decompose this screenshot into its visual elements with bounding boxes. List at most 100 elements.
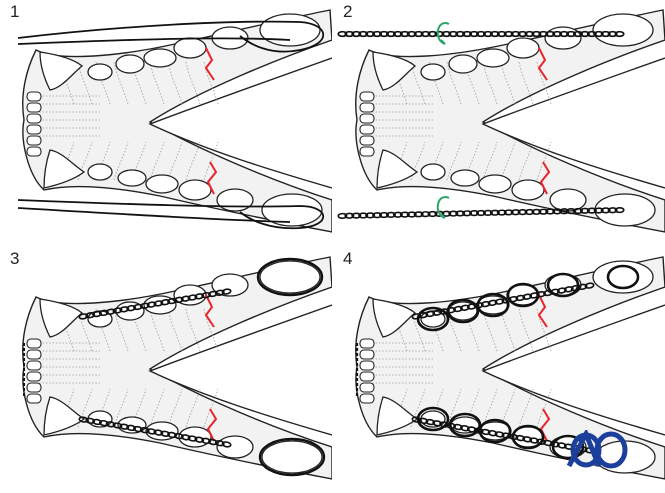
canine-tooth-upper [39,51,84,91]
molar-tooth-upper [173,37,207,59]
mandibular-symphysis-notch [481,304,665,436]
panel-step-1: 1 [0,0,332,246]
canine-tooth-upper [39,298,84,338]
mandibular-symphysis-notch [148,304,332,436]
mandible [22,9,332,233]
incisor-tooth [359,135,375,146]
jaw-illustration [22,256,332,480]
canine-tooth-lower [376,149,419,189]
fracture-line-upper [204,47,215,81]
tightened-wire-loop [551,434,585,460]
molar-tooth-upper [420,63,446,81]
molar-tooth-lower [87,163,113,181]
incisor-tooth [359,393,375,404]
incisor-tooth [26,102,42,113]
rotation-arrow-icon [436,196,450,219]
step-number: 1 [10,2,20,21]
jaw-illustration [355,256,665,480]
molar-tooth-lower [178,179,212,201]
panel-step-3: 3 [0,247,332,493]
molar-wire-loop [258,437,326,477]
molar-tooth-lower [145,174,179,194]
step-number: 3 [10,249,20,268]
step-number: 2 [343,2,353,21]
tooth-roots [36,308,219,428]
tightened-wire-loop [606,264,640,290]
mandible [22,256,332,480]
molar-tooth-upper [115,54,145,74]
jaw-illustration [17,9,332,233]
molar-tooth-lower [216,188,254,212]
incisor-tooth [26,393,42,404]
twisted-wire-lower [337,206,625,220]
twisted-wire-upper [337,30,625,38]
molar-tooth-lower [261,440,323,474]
fracture-line-lower [206,408,218,442]
fracture-line-lower [206,161,218,195]
incisor-tooth [359,371,375,382]
canine-tooth-lower [43,396,86,436]
fracture-line-upper [204,294,215,328]
incisor-tooth [359,113,375,124]
incisor-tooth [26,146,42,157]
tightened-wire-loop [546,272,580,298]
incisor-tooth [26,91,42,102]
molar-tooth-lower [478,174,512,194]
molar-tooth-upper [592,260,654,294]
incisor-tooth [26,371,42,382]
incisor-tooth [26,113,42,124]
step-number: 4 [343,249,353,268]
wire-strand-upper [17,37,291,45]
incisor-tooth [359,91,375,102]
molar-tooth-lower [420,163,446,181]
tightened-wire-loop [478,418,512,444]
molar-tooth-lower [594,193,656,227]
mandibular-symphysis-notch [481,57,665,189]
incisor-tooth [359,124,375,135]
molar-tooth-upper [506,37,540,59]
panel-step-2: 2 [333,0,665,246]
incisor-tooth [359,338,375,349]
tightened-wire-loop [506,282,540,308]
panel-step-4: 4 [333,247,665,493]
incisor-tooth [359,382,375,393]
molar-tooth-upper [259,260,321,294]
molar-tooth-lower [216,435,254,459]
rotation-arrow-icon [436,22,450,45]
molar-tooth-upper [87,63,113,81]
molar-tooth-upper [592,13,654,47]
incisor-tooth [26,360,42,371]
tightened-wire-loop [416,306,450,332]
molar-tooth-lower [117,169,147,187]
canine-tooth-lower [376,396,419,436]
fracture-line-lower [539,161,551,195]
incisor-tooth [26,338,42,349]
molar-tooth-lower [549,188,587,212]
incisor-tooth [359,102,375,113]
interdental-wire-lower [78,416,232,448]
mandibular-symphysis-notch [148,57,332,189]
molar-tooth-upper [259,13,321,47]
wire-loop-lower [17,199,325,230]
incisor-tooth [26,135,42,146]
canine-tooth-upper [372,51,417,91]
incisor-tooth [26,349,42,360]
tightened-wire-loop [511,424,545,450]
molar-tooth-lower [511,179,545,201]
incisor-tooth [359,349,375,360]
molar-tooth-upper [448,54,478,74]
incisor-tooth [359,360,375,371]
fracture-line-upper [537,47,548,81]
tightened-wire-loop [446,298,480,324]
wire-strand-lower [17,207,291,223]
incisor-tooth [26,382,42,393]
tightened-wire-loop [476,292,510,318]
ao-logo [566,430,628,469]
molar-wire-loop [256,257,324,297]
jaw-illustration [337,9,665,233]
incisor-tooth [359,146,375,157]
molar-tooth-lower [261,193,323,227]
canine-tooth-lower [43,149,86,189]
molar-tooth-upper [143,48,177,68]
